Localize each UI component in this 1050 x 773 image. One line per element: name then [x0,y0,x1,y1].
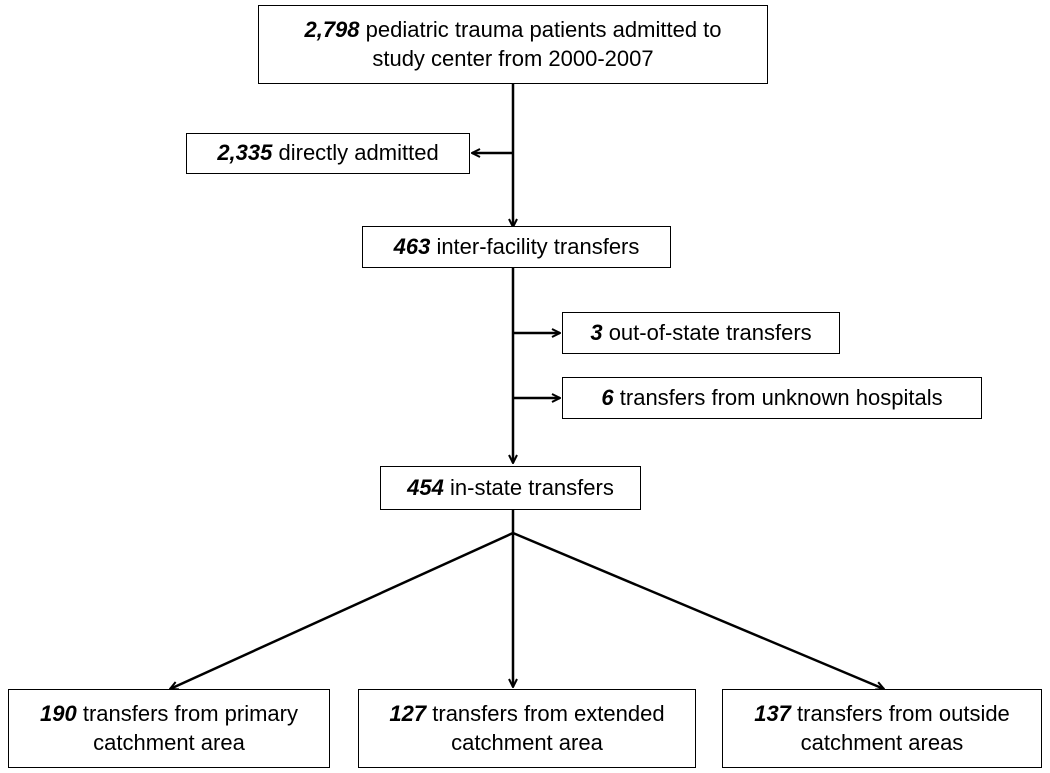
box-out-of-state: 3 out-of-state transfers [562,312,840,354]
outside-number: 137 [754,700,791,726]
arrow-to-primary [170,531,514,689]
direct-number: 2,335 [217,140,273,166]
unknown-number: 6 [601,384,614,410]
primary-line1: transfers from primary [82,700,298,726]
out-of-state-number: 3 [590,319,603,345]
interfacility-number: 463 [393,233,431,259]
in-state-number: 454 [407,474,444,500]
total-line1: pediatric trauma patients admitted to [365,16,722,42]
outside-line2: catchment areas [800,729,964,755]
outside-line1: transfers from outside [797,700,1010,726]
unknown-text: transfers from unknown hospitals [619,384,943,410]
box-outside-catchment: 137 transfers from outside catchment are… [722,689,1042,768]
box-unknown-hospitals: 6 transfers from unknown hospitals [562,377,982,419]
total-line2: study center from 2000-2007 [372,45,654,71]
primary-number: 190 [40,700,77,726]
box-interfacility: 463 inter-facility transfers [362,226,671,268]
primary-line2: catchment area [93,729,245,755]
extended-line1: transfers from extended [432,700,665,726]
total-number: 2,798 [304,16,360,42]
arrow-to-outside [512,531,884,689]
box-direct-admit: 2,335 directly admitted [186,133,470,174]
extended-number: 127 [389,700,427,726]
extended-line2: catchment area [451,729,603,755]
interfacility-text: inter-facility transfers [436,233,640,259]
box-extended-catchment: 127 transfers from extended catchment ar… [358,689,696,768]
out-of-state-text: out-of-state transfers [608,319,812,345]
box-in-state: 454 in-state transfers [380,466,641,510]
box-total-patients: 2,798 pediatric trauma patients admitted… [258,5,768,84]
box-primary-catchment: 190 transfers from primary catchment are… [8,689,330,768]
in-state-text: in-state transfers [450,474,614,500]
direct-text: directly admitted [278,140,439,166]
